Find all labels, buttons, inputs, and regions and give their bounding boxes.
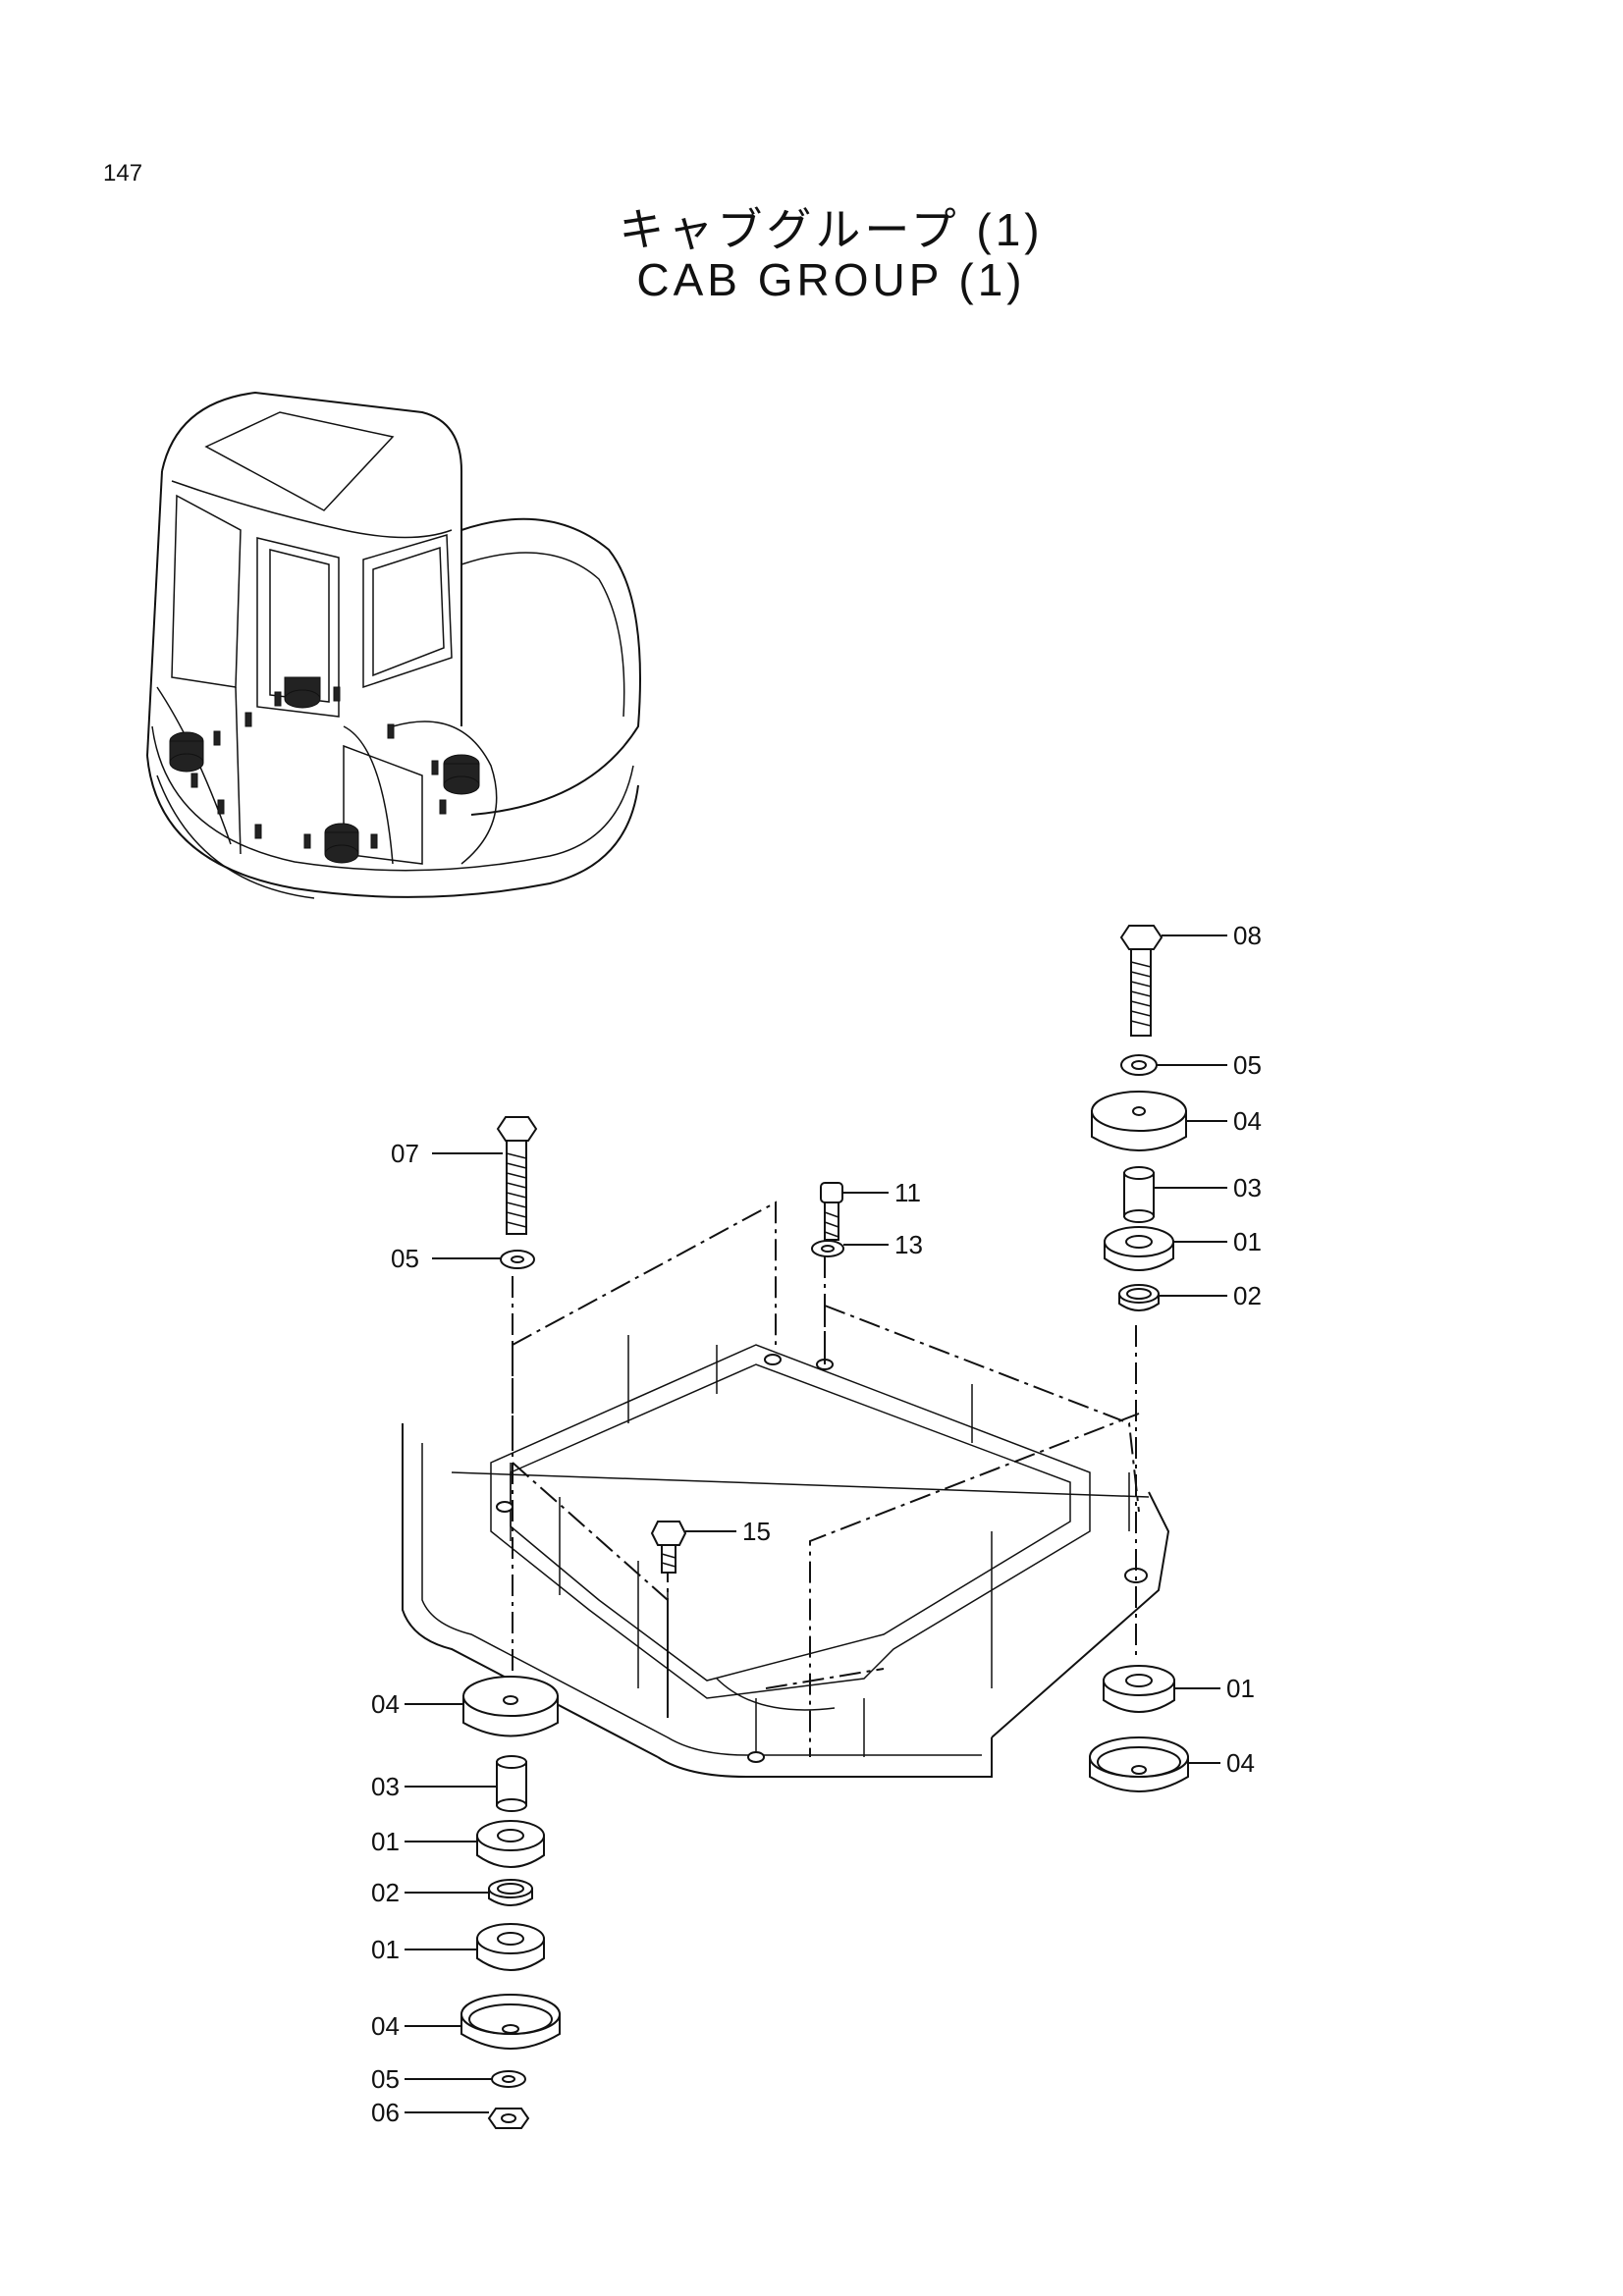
- callout-02: 02: [1233, 1281, 1262, 1310]
- callout-08: 08: [1233, 921, 1262, 950]
- callout-13: 13: [894, 1230, 923, 1259]
- callout-01: 01: [371, 1827, 400, 1856]
- callout-03: 03: [1233, 1173, 1262, 1202]
- callout-04: 04: [371, 1689, 400, 1719]
- callout-05: 05: [1233, 1050, 1262, 1080]
- callout-04: 04: [371, 2011, 400, 2041]
- title-japanese: キャブグループ (1): [619, 204, 1044, 255]
- callout-04: 04: [1226, 1748, 1255, 1778]
- leader-lines: [405, 934, 1227, 2113]
- callout-labels: 08 05 04 03 01 02 07 05 11 13 15 01 04 0…: [371, 921, 1262, 2127]
- center-fasteners: [650, 1182, 844, 1574]
- callout-01: 01: [1226, 1674, 1255, 1703]
- callout-04: 04: [1233, 1106, 1262, 1136]
- page-number: 147: [103, 160, 143, 187]
- callout-06: 06: [371, 2098, 400, 2127]
- callout-03: 03: [371, 1772, 400, 1801]
- callout-01: 01: [371, 1935, 400, 1964]
- excavator-overview-illustration: [146, 391, 641, 899]
- right-mount-stack: [1089, 925, 1189, 1792]
- callout-05: 05: [391, 1244, 419, 1273]
- left-mount-stack: [460, 1116, 561, 2129]
- title-english: CAB GROUP (1): [636, 254, 1026, 305]
- cab-floor-frame: [402, 1201, 1170, 1778]
- callout-11: 11: [894, 1178, 921, 1207]
- callout-02: 02: [371, 1878, 400, 1907]
- callout-01: 01: [1233, 1227, 1262, 1256]
- callout-07: 07: [391, 1139, 419, 1168]
- callout-05: 05: [371, 2064, 400, 2094]
- callout-15: 15: [742, 1517, 771, 1546]
